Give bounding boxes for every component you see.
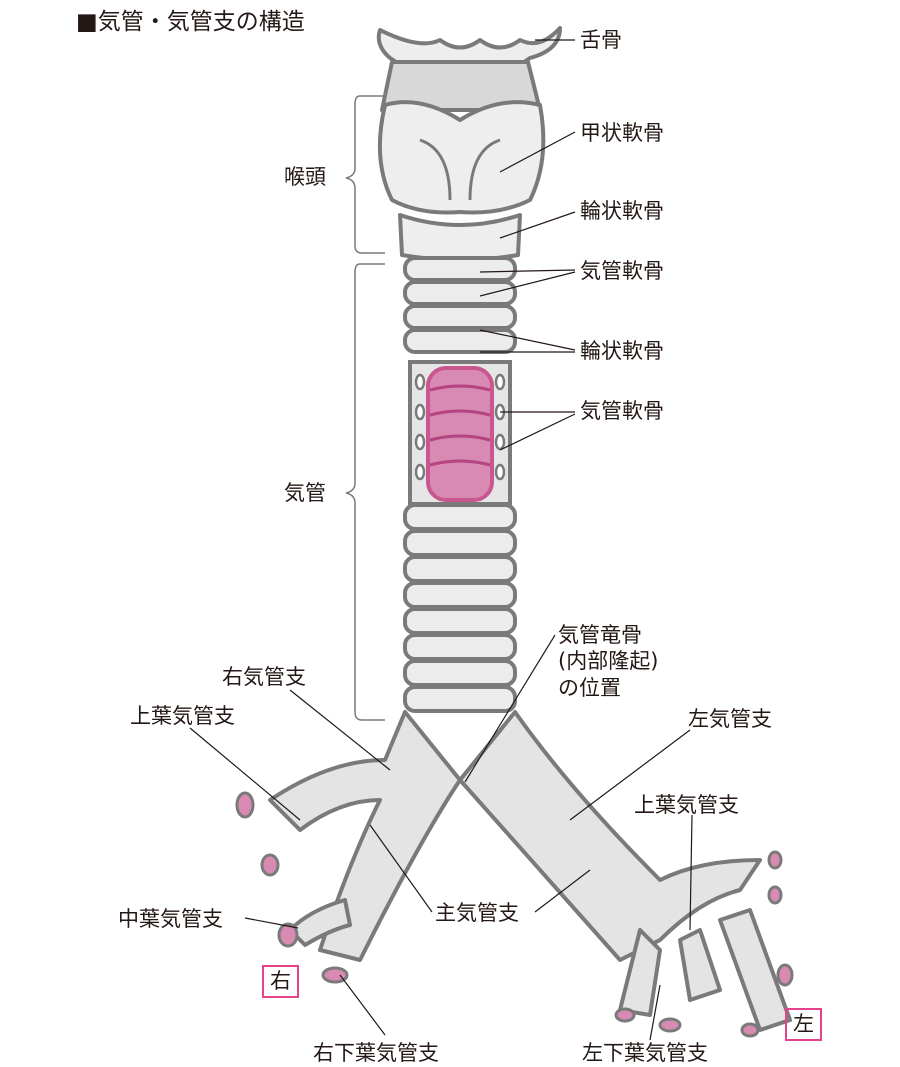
left-lower-bronchus <box>618 908 792 1032</box>
label-right-middle-lobe-bronchus: 中葉気管支 <box>118 907 223 931</box>
label-left-upper-lobe-bronchus: 上葉気管支 <box>634 793 739 817</box>
mucosa-section <box>426 366 494 502</box>
side-marker-left: 左 <box>785 1008 822 1042</box>
label-left-bronchus: 左気管支 <box>688 707 772 731</box>
braces <box>345 95 385 721</box>
tracheal-rings <box>403 256 517 713</box>
label-larynx: 喉頭 <box>284 165 326 189</box>
label-right-bronchus: 右気管支 <box>222 665 306 689</box>
label-cricoid-cartilage: 輪状軟骨 <box>580 199 664 223</box>
label-annular-ligament: 輪状軟骨 <box>580 339 664 363</box>
label-right-lower-lobe-bronchus: 右下葉気管支 <box>313 1041 439 1065</box>
bronchus-openings <box>235 791 794 1038</box>
label-hyoid: 舌骨 <box>580 28 622 52</box>
label-right-upper-lobe-bronchus: 上葉気管支 <box>130 704 235 728</box>
label-tracheal-cartilage-2: 気管軟骨 <box>580 399 664 423</box>
label-left-lower-lobe-bronchus: 左下葉気管支 <box>582 1041 708 1065</box>
label-tracheal-cartilage-1: 気管軟骨 <box>580 259 664 283</box>
label-main-bronchus: 主気管支 <box>435 901 519 925</box>
right-main-bronchus <box>268 710 462 962</box>
diagram-title: ■気管・気管支の構造 <box>76 9 305 35</box>
left-main-bronchus <box>458 710 762 962</box>
label-thyroid-cartilage: 甲状軟骨 <box>580 121 664 145</box>
label-trachea: 気管 <box>284 481 326 505</box>
label-carina: 気管竜骨 (内部隆起) の位置 <box>558 623 659 700</box>
leader-lines <box>189 39 693 1041</box>
thyroid-cartilage <box>377 100 546 215</box>
side-marker-right: 右 <box>262 965 299 999</box>
